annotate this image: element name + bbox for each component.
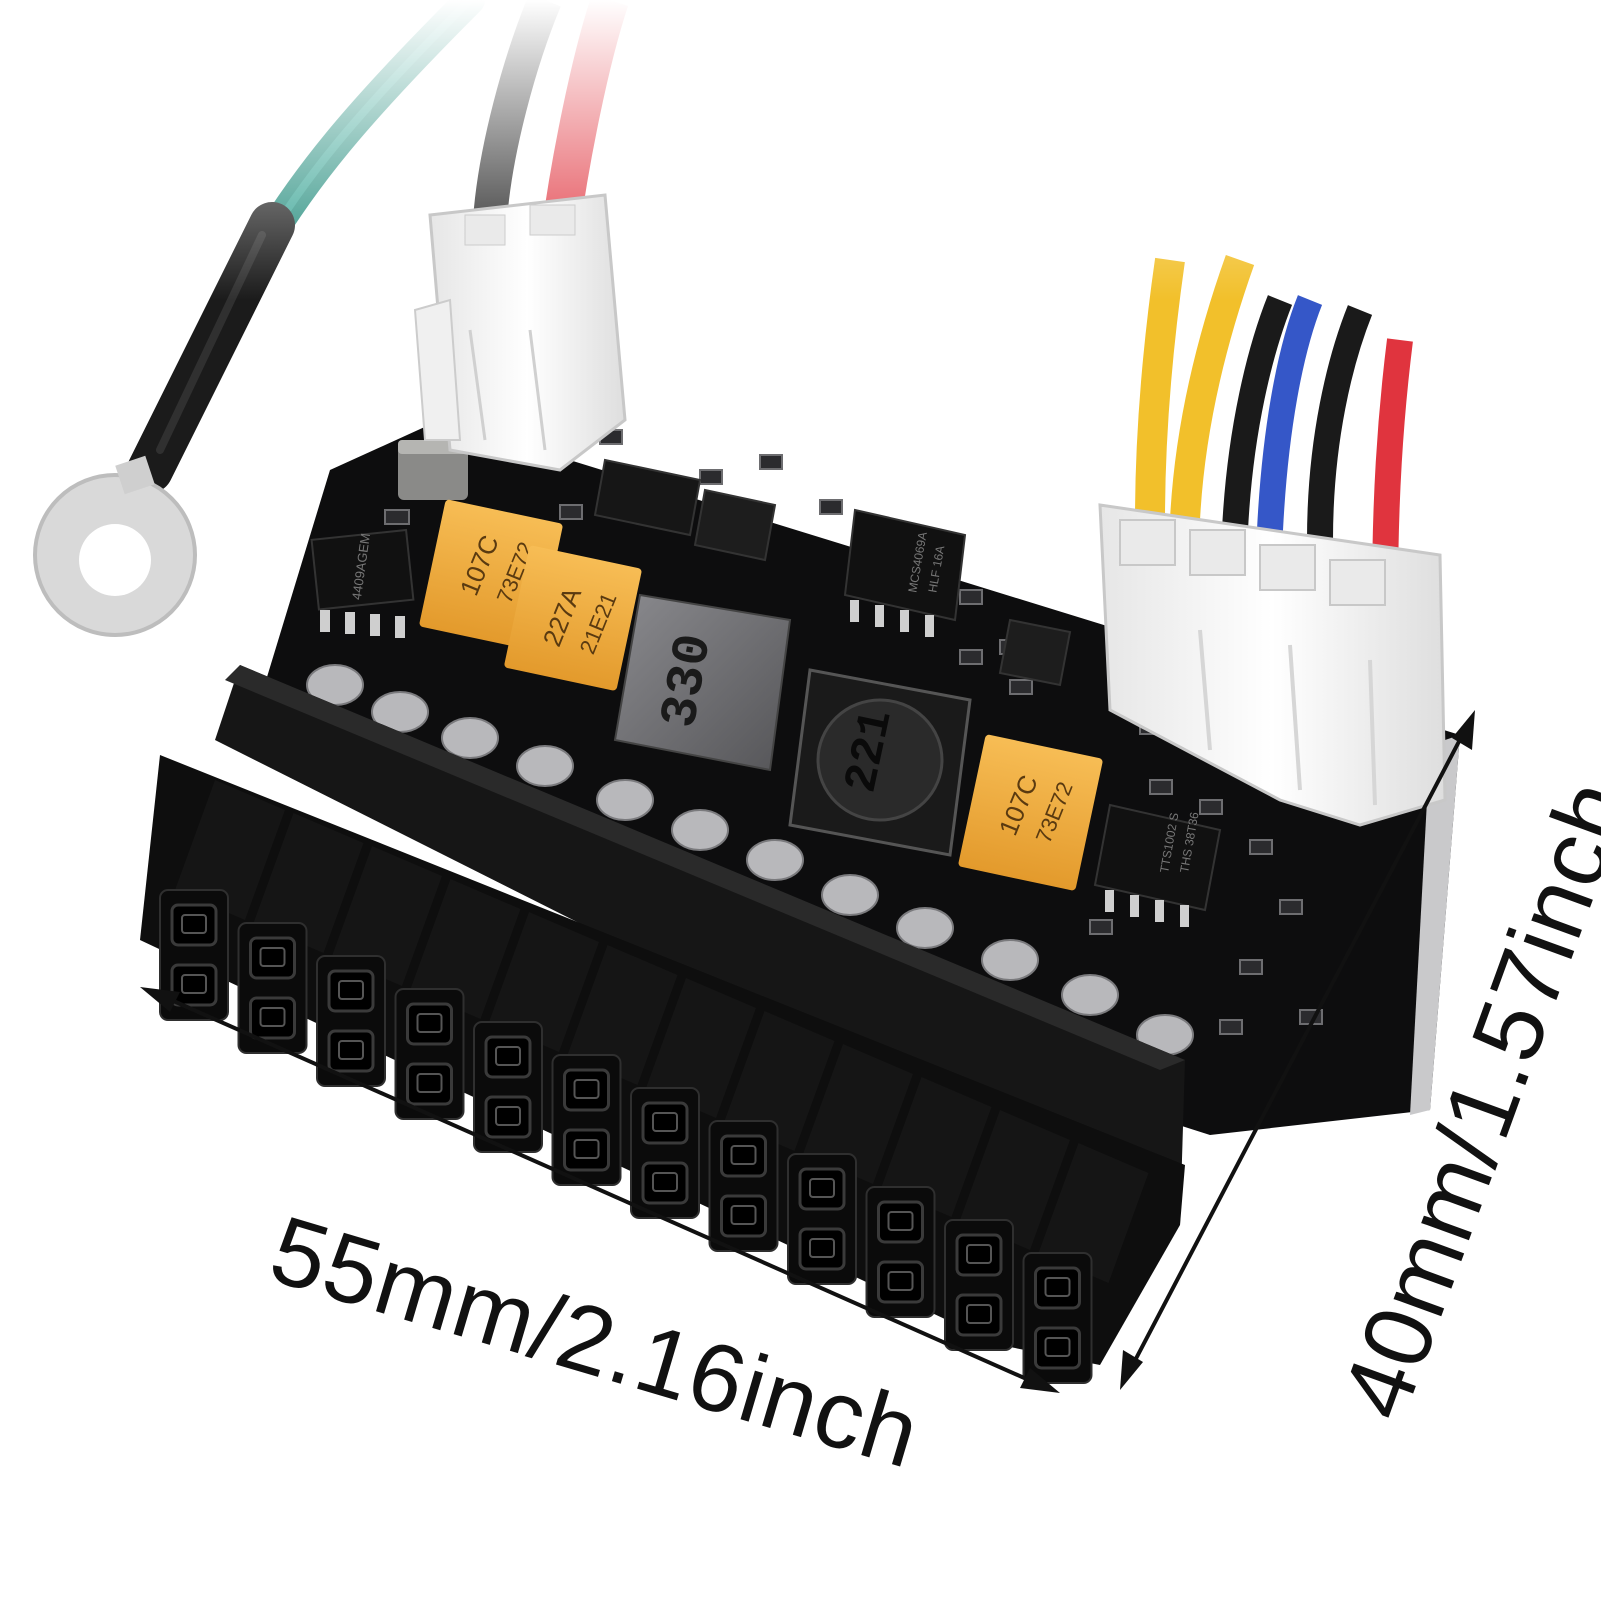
- ic-chip-2: MCS4069A HLF 16A: [843, 508, 967, 637]
- inductor-330: 330: [613, 593, 792, 772]
- pcb-board: 4409AGEM 107C 73E72 227A 21E21: [260, 420, 1460, 1135]
- pin-column: [787, 1044, 913, 1285]
- pin-column: [316, 846, 442, 1087]
- pin-hole: [720, 1194, 767, 1238]
- inductor-221: 221: [788, 668, 972, 857]
- solder-joints: [306, 664, 1194, 1056]
- pin-hole: [327, 969, 375, 1013]
- tantalum-capacitor-3: 107C 73E72: [958, 734, 1103, 891]
- pin-hole: [955, 1233, 1003, 1277]
- pin-column: [394, 879, 521, 1120]
- pin-hole: [1034, 1266, 1081, 1310]
- pin-column: [473, 912, 599, 1153]
- pin-column: [551, 945, 678, 1186]
- pin-column: [865, 1077, 992, 1318]
- pin-hole: [798, 1227, 846, 1271]
- pin-hole: [563, 1128, 610, 1172]
- ic-chip-1: 4409AGEM: [310, 528, 415, 638]
- pin-hole: [406, 1002, 453, 1046]
- pin-hole: [249, 936, 296, 980]
- ic-chip-3: TTS1002 S THS 38T36: [1093, 803, 1222, 927]
- pin-hole: [563, 1068, 610, 1112]
- pin-hole: [641, 1101, 689, 1145]
- pin-hole: [955, 1293, 1003, 1337]
- connector-pin-towers: [159, 780, 1149, 1384]
- pin-hole: [877, 1200, 924, 1244]
- pin-hole: [798, 1167, 846, 1211]
- mosfet-chip: [593, 458, 1072, 687]
- pin-hole: [484, 1095, 532, 1139]
- pin-hole: [877, 1260, 924, 1304]
- top-2pin-connector: [413, 193, 627, 472]
- pin-column: [630, 978, 756, 1219]
- pin-column: [708, 1011, 835, 1252]
- pin-column: [944, 1110, 1070, 1351]
- pin-hole: [170, 903, 218, 947]
- height-dimension-arrow: [1120, 710, 1475, 1390]
- pin-hole: [170, 963, 218, 1007]
- tantalum-capacitor-2: 227A 21E21: [504, 545, 642, 691]
- pin-hole: [1034, 1326, 1081, 1370]
- ring-terminal: [33, 455, 197, 637]
- width-dimension-arrow: [140, 987, 1060, 1393]
- pin-hole: [641, 1161, 689, 1205]
- pin-hole: [406, 1062, 453, 1106]
- pin-hole: [249, 996, 296, 1040]
- pin-column: [1022, 1143, 1149, 1384]
- pin-column: [159, 780, 285, 1021]
- right-5pin-connector: [1098, 503, 1447, 827]
- pin-hole: [484, 1035, 532, 1079]
- pin-hole: [720, 1134, 767, 1178]
- pin-hole: [327, 1029, 375, 1073]
- pin-column: [237, 813, 364, 1054]
